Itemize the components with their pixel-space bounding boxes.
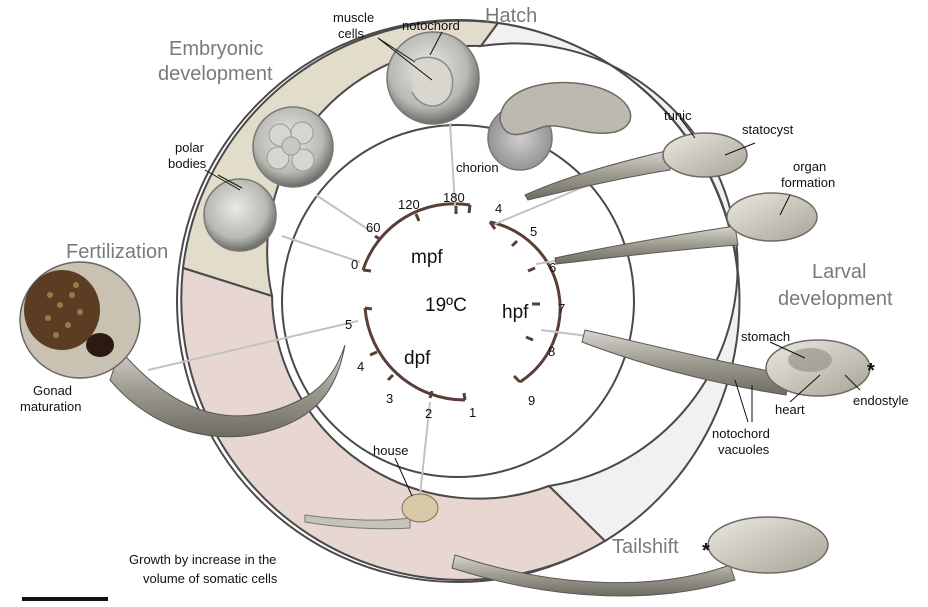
unit-hpf: hpf — [502, 302, 529, 323]
stage-label-fertilization: Fertilization — [66, 241, 168, 263]
unit-dpf: dpf — [404, 348, 431, 369]
stage-label-embryonic: Embryonic development — [158, 38, 273, 85]
label-organ-formation: organ formation — [781, 159, 835, 190]
tick-hpf-4: 4 — [495, 201, 502, 216]
label-chorion: chorion — [456, 160, 499, 175]
tick-dpf-4: 4 — [357, 359, 364, 374]
tick-dpf-1: 1 — [469, 405, 476, 420]
stage-label-tailshift: Tailshift — [612, 536, 679, 558]
tick-mpf-0: 0 — [351, 257, 358, 272]
label-tunic: tunic — [664, 108, 692, 123]
tick-mpf-60: 60 — [366, 220, 380, 235]
unit-mpf: mpf — [411, 247, 443, 268]
label-polar-bodies: polar bodies — [168, 140, 208, 171]
label-growth: Growth by increase in the volume of soma… — [129, 552, 280, 586]
label-statocyst: statocyst — [742, 122, 794, 137]
temperature-label: 19ºC — [425, 295, 467, 316]
asterisk-larva: * — [867, 360, 875, 382]
scale-bar — [22, 597, 108, 601]
tick-hpf-6: 6 — [549, 260, 556, 275]
stage-label-hatch: Hatch — [485, 5, 537, 27]
label-gonad-maturation: Gonad maturation — [20, 383, 81, 414]
tick-hpf-8: 8 — [548, 344, 555, 359]
tick-dpf-2: 2 — [425, 406, 432, 421]
label-endostyle: endostyle — [853, 393, 909, 408]
tick-hpf-5: 5 — [530, 224, 537, 239]
label-heart: heart — [775, 402, 805, 417]
tick-dpf-3: 3 — [386, 391, 393, 406]
label-notochord-vacuoles: notochord vacuoles — [712, 426, 773, 457]
stage-label-larval: Larval development — [778, 261, 893, 310]
tailbud-embryo-specimen — [387, 32, 479, 124]
cleavage-embryo-specimen — [253, 107, 333, 187]
asterisk-tailshift: * — [702, 540, 710, 562]
tick-mpf-180: 180 — [443, 190, 465, 205]
label-stomach: stomach — [741, 329, 790, 344]
tick-hpf-7: 7 — [558, 301, 565, 316]
label-house: house — [373, 443, 408, 458]
label-notochord: notochord — [402, 18, 460, 33]
tick-hpf-9: 9 — [528, 393, 535, 408]
tick-dpf-5: 5 — [345, 317, 352, 332]
tick-mpf-120: 120 — [398, 197, 420, 212]
